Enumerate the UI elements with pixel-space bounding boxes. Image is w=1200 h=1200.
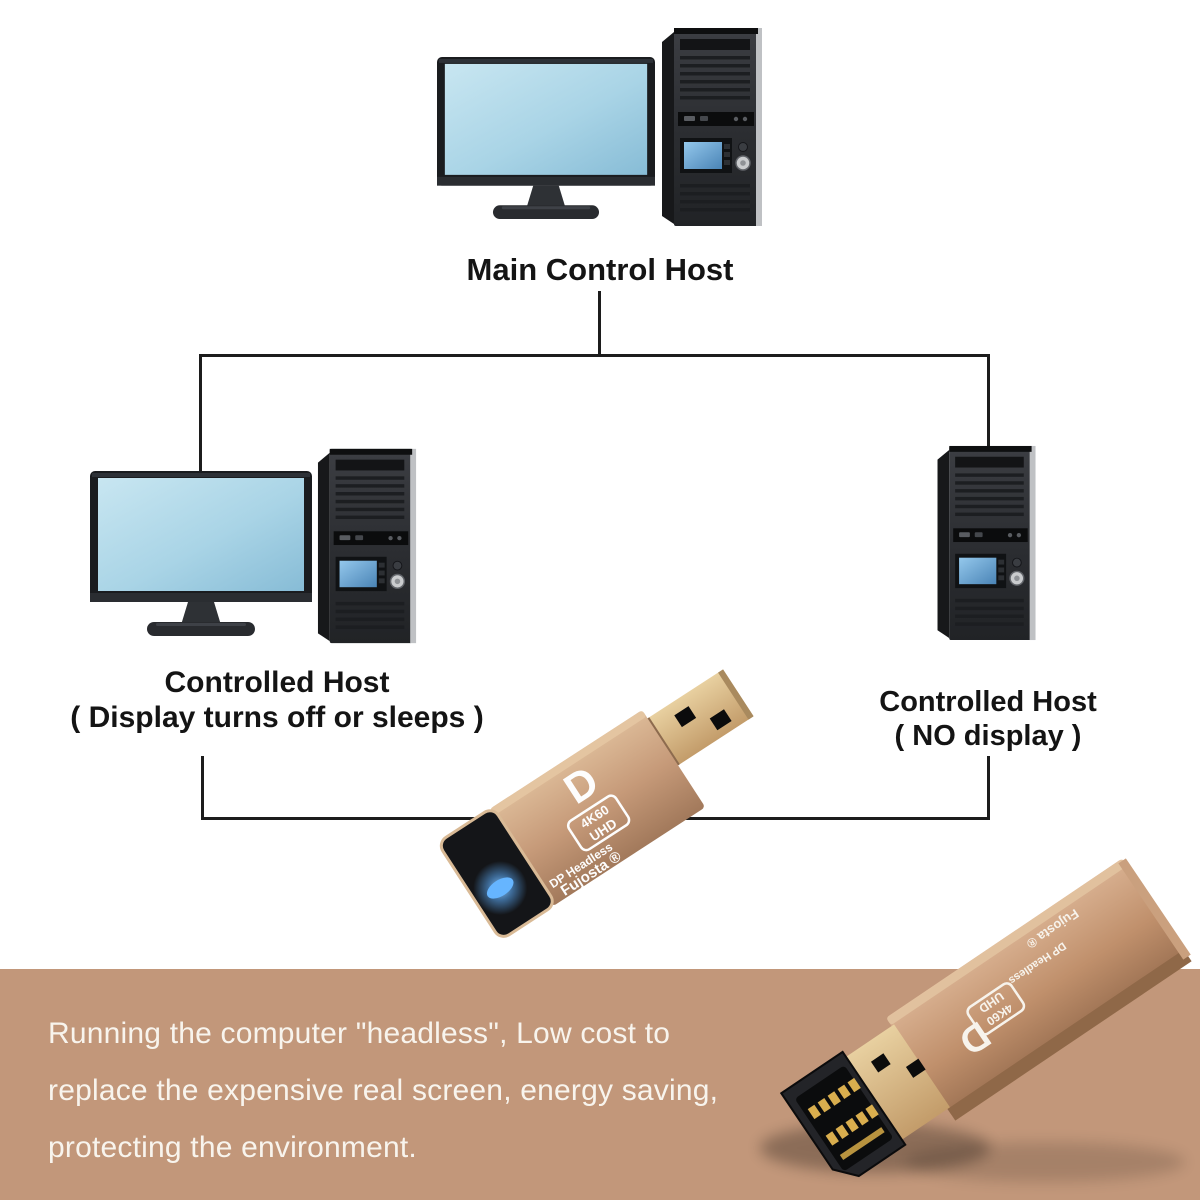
connector-main-vertical — [598, 291, 601, 356]
connector-left-bottom-vertical — [201, 756, 204, 820]
adapter-product-photo: D 4K60 UHD DP Headless Fujosta ® — [760, 858, 1192, 1182]
adapter-body — [491, 711, 704, 905]
left-host-tower-graphic — [316, 444, 420, 648]
banner-line-2: replace the expensive real screen, energ… — [48, 1074, 719, 1107]
banner-line-3: protecting the environment. — [48, 1131, 417, 1164]
uhd-badge-outline — [966, 982, 1026, 1036]
banner-line-1: Running the computer "headless", Low cos… — [48, 1017, 671, 1050]
photo-adapter-pins — [807, 1077, 885, 1161]
photo-adapter-body — [887, 859, 1188, 1116]
main-host-tower-graphic — [660, 26, 766, 228]
main-host-monitor-graphic — [437, 57, 655, 224]
adapter-led-light — [486, 877, 514, 899]
photo-adapter-collar — [845, 1024, 950, 1140]
right-host-label: Controlled Host ( NO display ) — [788, 686, 1188, 753]
right-host-label-text: Controlled Host — [879, 686, 1097, 718]
left-host-monitor-graphic — [90, 471, 312, 641]
right-host-tower-graphic — [934, 444, 1041, 642]
connector-top-horizontal — [199, 354, 990, 357]
uhd-badge-outline — [566, 794, 631, 852]
left-host-label-text: Controlled Host — [164, 666, 390, 699]
adapter-plug-hole — [709, 709, 732, 731]
main-host-label: Main Control Host — [400, 252, 800, 288]
adapter-plug-hole — [674, 706, 697, 728]
left-host-label: Controlled Host ( Display turns off or s… — [27, 666, 527, 736]
connector-right-bottom-vertical — [987, 756, 990, 820]
connector-right-drop — [987, 354, 990, 447]
connector-left-drop — [199, 354, 202, 474]
banner-text: Running the computer "headless", Low cos… — [48, 1005, 808, 1176]
main-host-label-text: Main Control Host — [466, 252, 734, 287]
right-host-sublabel-text: ( NO display ) — [894, 719, 1082, 752]
adapter-plug — [644, 669, 754, 768]
dp-headless-adapter-image: D 4K60 UHD DP Headless Fujosta ® — [439, 669, 754, 938]
left-host-sublabel-text: ( Display turns off or sleeps ) — [70, 700, 484, 734]
